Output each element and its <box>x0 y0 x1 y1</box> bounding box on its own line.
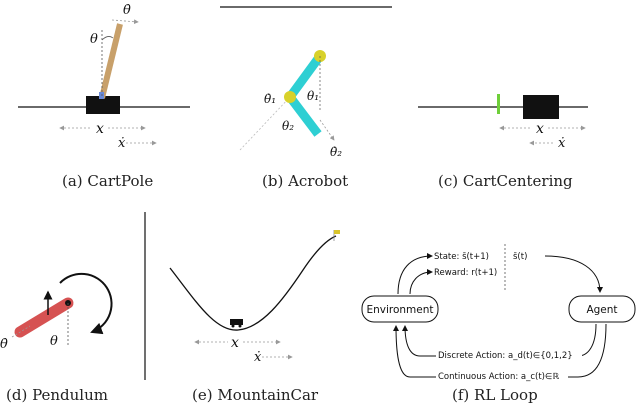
rl-reward-arrow <box>409 269 433 295</box>
rl-environment-box <box>361 295 439 323</box>
pendulum-ref-line <box>11 325 31 338</box>
cartcentering-cart <box>523 95 559 119</box>
cartpole-thetadot-label: θ̇ <box>123 3 131 18</box>
rl-reward-label: Reward: r(t+1) <box>434 268 497 278</box>
rl-state-arrow <box>397 253 433 295</box>
acrobot-link-1 <box>286 53 324 100</box>
rl-state-to-agent-arrow <box>544 255 603 293</box>
cartpole-thetadot-arrow <box>111 19 139 25</box>
acrobot-theta1-label: θ₁ <box>307 89 319 103</box>
pendulum-thetadot-arc <box>59 272 113 335</box>
mountaincar-hill <box>169 235 337 331</box>
mountaincar-wheel-right <box>238 324 242 328</box>
caption-cartcentering: (c) CartCentering <box>438 172 573 190</box>
rl-continuous-action-arrow <box>393 323 607 378</box>
panel-pendulum: θ̇ θ (d) Pendulum <box>0 272 113 404</box>
caption-pendulum: (d) Pendulum <box>6 386 108 404</box>
rl-agent-box <box>568 295 636 323</box>
cartpole-pole <box>99 23 123 99</box>
mountaincar-flag <box>334 230 340 234</box>
caption-acrobot: (b) Acrobot <box>262 172 348 190</box>
pendulum-rod <box>14 297 74 338</box>
rl-agent-label: Agent <box>586 304 617 316</box>
panel-cartpole: θ θ̇ x ẋ (a) CartPole <box>18 3 190 190</box>
acrobot-ref-line <box>239 96 291 151</box>
acrobot-thetadot2-label: θ̇₂ <box>330 145 342 159</box>
acrobot-theta2-label: θ₂ <box>282 119 294 133</box>
cartpole-pivot <box>99 92 104 99</box>
cartcentering-center-marker <box>497 94 500 114</box>
rl-state-t-label: s̄(t) <box>513 252 527 262</box>
caption-rlloop: (f) RL Loop <box>452 386 538 404</box>
acrobot-thetadot1-label: θ̇₁ <box>264 92 276 106</box>
cartcentering-xdot-label: ẋ <box>558 136 566 151</box>
caption-cartpole: (a) CartPole <box>62 172 153 190</box>
pendulum-theta-label: θ <box>50 334 58 349</box>
cartpole-theta-label: θ <box>90 32 98 47</box>
cartpole-cart <box>86 96 120 114</box>
rl-environment-label: Environment <box>366 304 433 316</box>
panel-cartcentering: x ẋ (c) CartCentering <box>418 94 588 190</box>
caption-mountaincar: (e) MountainCar <box>192 386 319 404</box>
cartpole-xdot-label: ẋ <box>118 136 126 151</box>
mountaincar-xdot-label: ẋ <box>254 350 262 365</box>
rl-continuous-action-label: Continuous Action: a_c(t)∈ℝ <box>438 372 559 382</box>
panel-acrobot: θ₁ θ₂ θ̇₁ θ̇₂ (b) Acrobot <box>220 6 392 190</box>
acrobot-joint-mid <box>284 91 296 103</box>
rl-discrete-action-label: Discrete Action: a_d(t)∈{0,1,2} <box>438 351 573 361</box>
panel-mountaincar: x ẋ (e) MountainCar <box>144 212 340 404</box>
cartpole-theta-arc <box>101 36 114 41</box>
cartpole-x-label: x <box>96 121 104 137</box>
mountaincar-x-label: x <box>231 335 239 351</box>
mountaincar-wheel-left <box>231 324 235 328</box>
acrobot-link-2 <box>286 94 322 137</box>
cartcentering-x-label: x <box>536 121 544 137</box>
pendulum-thetadot-label: θ̇ <box>0 337 8 352</box>
panel-rlloop: Environment Agent State: s̄(t+1) s̄(t) R… <box>361 244 636 404</box>
rl-state-label: State: s̄(t+1) <box>434 252 489 262</box>
acrobot-thetadot2-arrow <box>319 119 335 141</box>
mountaincar-car <box>230 319 243 325</box>
